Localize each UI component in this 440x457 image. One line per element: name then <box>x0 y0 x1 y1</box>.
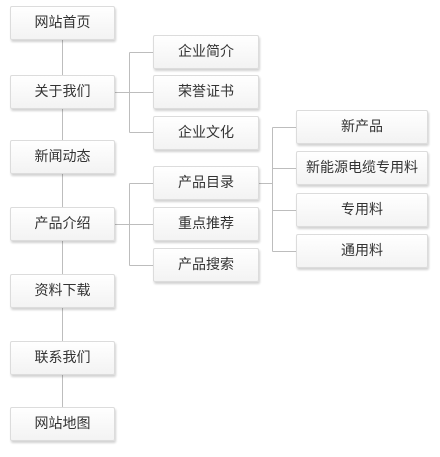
node-product-search-label: 产品搜索 <box>178 257 234 273</box>
node-culture[interactable]: 企业文化 <box>153 116 259 150</box>
node-products[interactable]: 产品介绍 <box>10 207 115 241</box>
node-product-search[interactable]: 产品搜索 <box>153 248 259 282</box>
node-home[interactable]: 网站首页 <box>10 6 115 40</box>
node-company-profile-label: 企业简介 <box>178 44 234 60</box>
node-news[interactable]: 新闻动态 <box>10 140 115 174</box>
node-general-material-label: 通用料 <box>341 243 383 259</box>
node-products-label: 产品介绍 <box>34 216 91 232</box>
node-sitemap[interactable]: 网站地图 <box>10 407 115 441</box>
node-news-label: 新闻动态 <box>34 149 91 165</box>
node-about-us[interactable]: 关于我们 <box>10 75 115 109</box>
node-special-material[interactable]: 专用料 <box>296 193 428 227</box>
node-downloads[interactable]: 资料下载 <box>10 274 115 308</box>
node-featured-label: 重点推荐 <box>178 216 234 232</box>
node-new-energy-cable[interactable]: 新能源电缆专用料 <box>296 151 428 185</box>
node-home-label: 网站首页 <box>34 15 91 31</box>
node-special-material-label: 专用料 <box>341 202 383 218</box>
node-new-energy-cable-label: 新能源电缆专用料 <box>306 160 418 176</box>
node-honors-label: 荣誉证书 <box>178 84 234 100</box>
node-general-material[interactable]: 通用料 <box>296 234 428 268</box>
node-featured[interactable]: 重点推荐 <box>153 207 259 241</box>
node-culture-label: 企业文化 <box>178 125 234 141</box>
node-new-products-label: 新产品 <box>341 119 383 135</box>
node-contact[interactable]: 联系我们 <box>10 341 115 375</box>
node-product-catalog[interactable]: 产品目录 <box>153 166 259 200</box>
node-honors[interactable]: 荣誉证书 <box>153 75 259 109</box>
node-product-catalog-label: 产品目录 <box>178 175 234 191</box>
node-company-profile[interactable]: 企业简介 <box>153 35 259 69</box>
node-sitemap-label: 网站地图 <box>34 416 91 432</box>
node-about-us-label: 关于我们 <box>34 84 91 100</box>
node-new-products[interactable]: 新产品 <box>296 110 428 144</box>
node-contact-label: 联系我们 <box>34 350 91 366</box>
node-downloads-label: 资料下载 <box>34 283 91 299</box>
